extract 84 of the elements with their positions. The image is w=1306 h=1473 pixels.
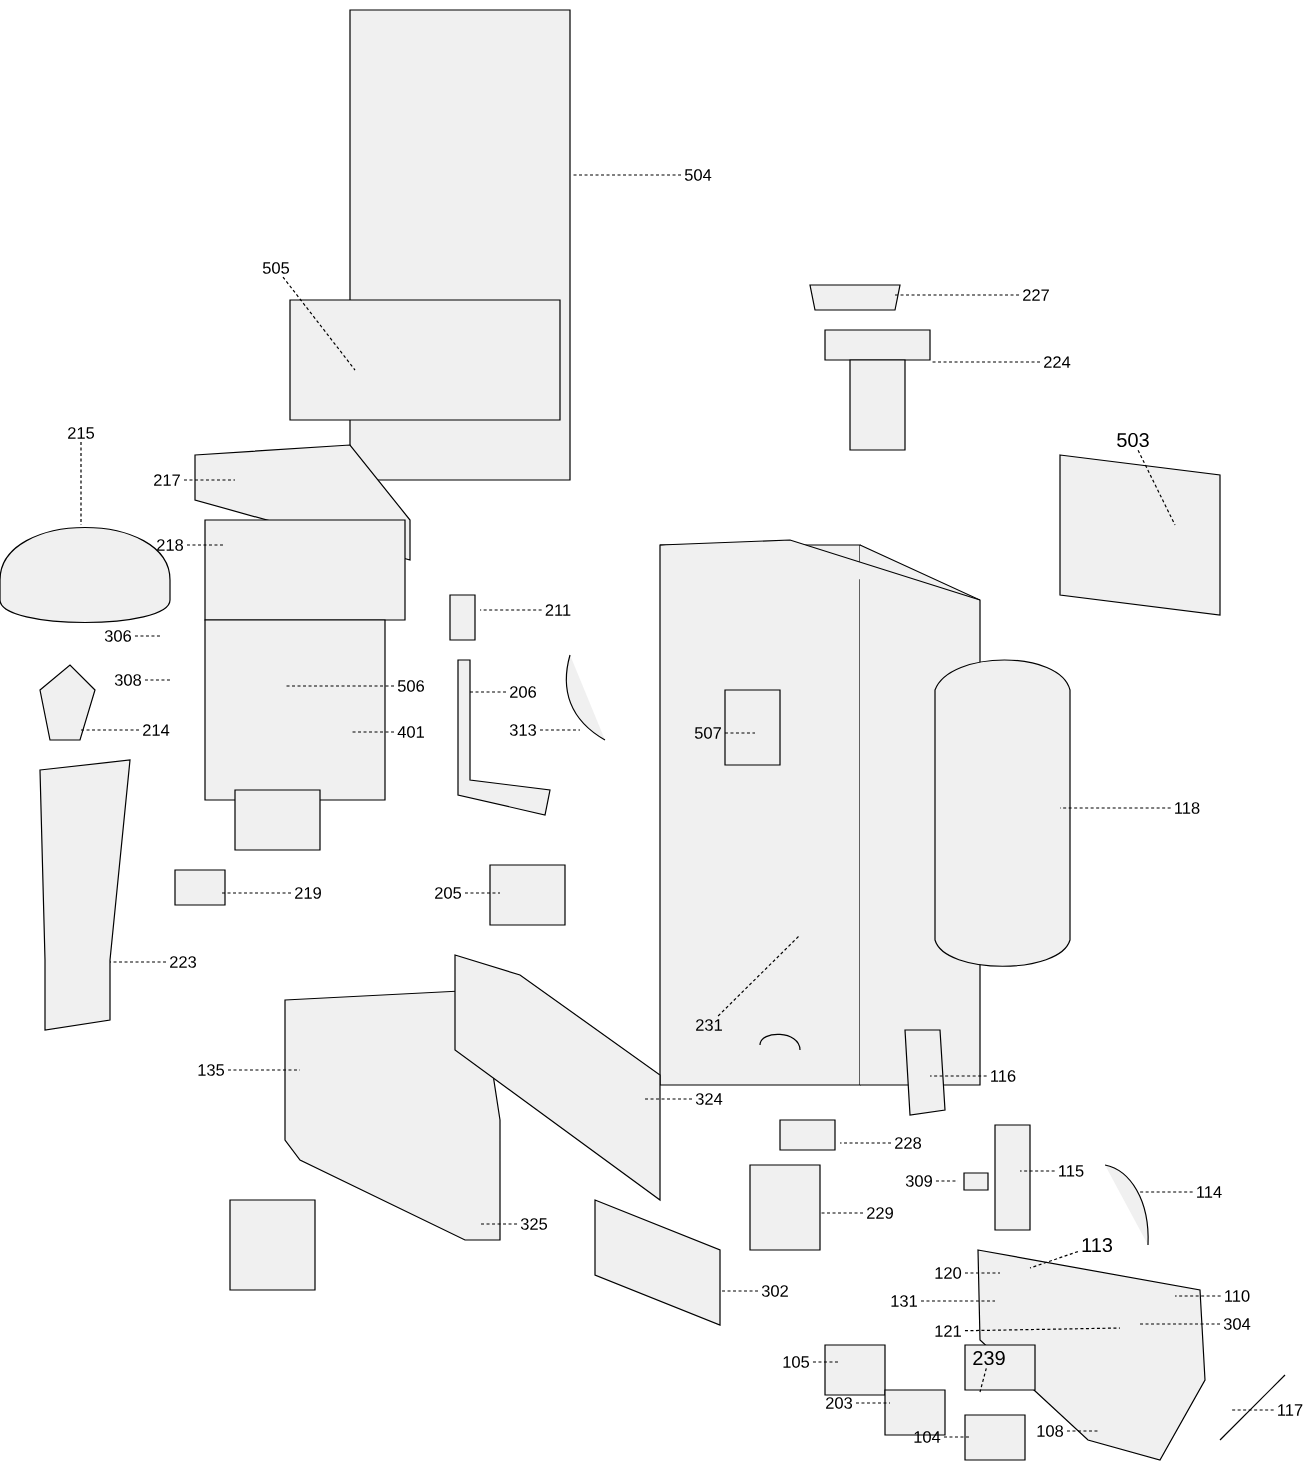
leader-line [855,1402,891,1404]
callout-number: 507 [694,727,721,739]
leader-line [1029,1251,1079,1269]
callout-number: 113 [1082,1237,1113,1253]
callout-number: 206 [510,686,537,698]
callout-number: 211 [545,604,571,616]
callout-number: 239 [973,1350,1005,1366]
leader-line [979,1367,987,1393]
callout-number: 313 [509,724,537,736]
leader-line [134,635,161,637]
callout-number: 105 [783,1356,810,1368]
leader-line [79,729,140,731]
leader-line [1059,807,1172,809]
leader-line [469,691,507,693]
callout-number: 506 [397,680,425,692]
leader-line [1139,1323,1221,1325]
leader-line [724,732,756,734]
callout-number: 229 [867,1207,893,1219]
leader-line [839,1142,892,1144]
callout-number: 309 [905,1175,932,1187]
callout-number: 401 [397,726,424,738]
leader-line [479,1223,518,1225]
callout-number: 117 [1278,1404,1303,1416]
leader-line [80,441,82,526]
callout-number: 505 [262,262,290,274]
callout-number: 325 [520,1218,548,1230]
callout-number: 215 [68,427,95,439]
leader-line [571,174,682,176]
callout-number: 308 [114,674,142,686]
leader-line [819,1212,864,1214]
leader-line [284,685,395,687]
callout-number: 228 [895,1137,922,1149]
leader-line [539,729,581,731]
leader-line [1229,1409,1275,1411]
callout-number: 504 [684,169,712,181]
callout-number: 104 [914,1431,941,1443]
leader-line [479,609,543,611]
leader-line [219,892,292,894]
leader-line [920,1300,996,1302]
leader-line [183,479,236,481]
leader-line [719,1290,759,1292]
callout-number: 214 [143,724,170,736]
callout-number: 118 [1175,802,1200,814]
leader-line [186,544,226,546]
callout-number: 135 [198,1064,225,1076]
leader-line [109,961,167,963]
callout-number: 224 [1044,356,1071,368]
callout-number: 120 [935,1267,962,1279]
callout-number: 131 [891,1295,917,1307]
leader-line [943,1436,971,1438]
leader-line [812,1361,841,1363]
leader-line [1174,1295,1222,1297]
callout-number: 203 [826,1397,853,1409]
callout-number: 231 [696,1019,722,1031]
leader-line [964,1327,1121,1332]
callout-number: 205 [435,887,462,899]
leader-line [717,934,801,1017]
leader-line [894,294,1020,296]
callout-number: 302 [761,1285,788,1297]
leader-line [282,276,356,371]
callout-number: 324 [695,1093,723,1105]
leader-line [964,1272,1001,1274]
leader-line [1137,449,1176,526]
callout-number: 121 [935,1325,961,1337]
callout-number: 306 [104,630,132,642]
callout-number: 227 [1023,289,1049,301]
leader-line [1019,1170,1056,1172]
callout-number: 219 [295,887,321,899]
leader-line [227,1069,301,1071]
callout-number: 218 [157,539,184,551]
callout-number: 217 [154,474,180,486]
leader-line [144,679,171,681]
callout-number: 304 [1223,1318,1251,1330]
callout-number: 115 [1059,1165,1084,1177]
leader-line [929,1075,988,1077]
callout-number: 223 [170,956,197,968]
leader-line [464,892,501,894]
leader-line [1139,1191,1194,1193]
callout-number: 114 [1197,1186,1222,1198]
callout-number: 503 [1117,432,1149,448]
callout-number: 108 [1037,1425,1064,1437]
callout-number: 110 [1225,1290,1250,1302]
callout-number: 116 [991,1070,1016,1082]
leader-line [644,1098,693,1100]
